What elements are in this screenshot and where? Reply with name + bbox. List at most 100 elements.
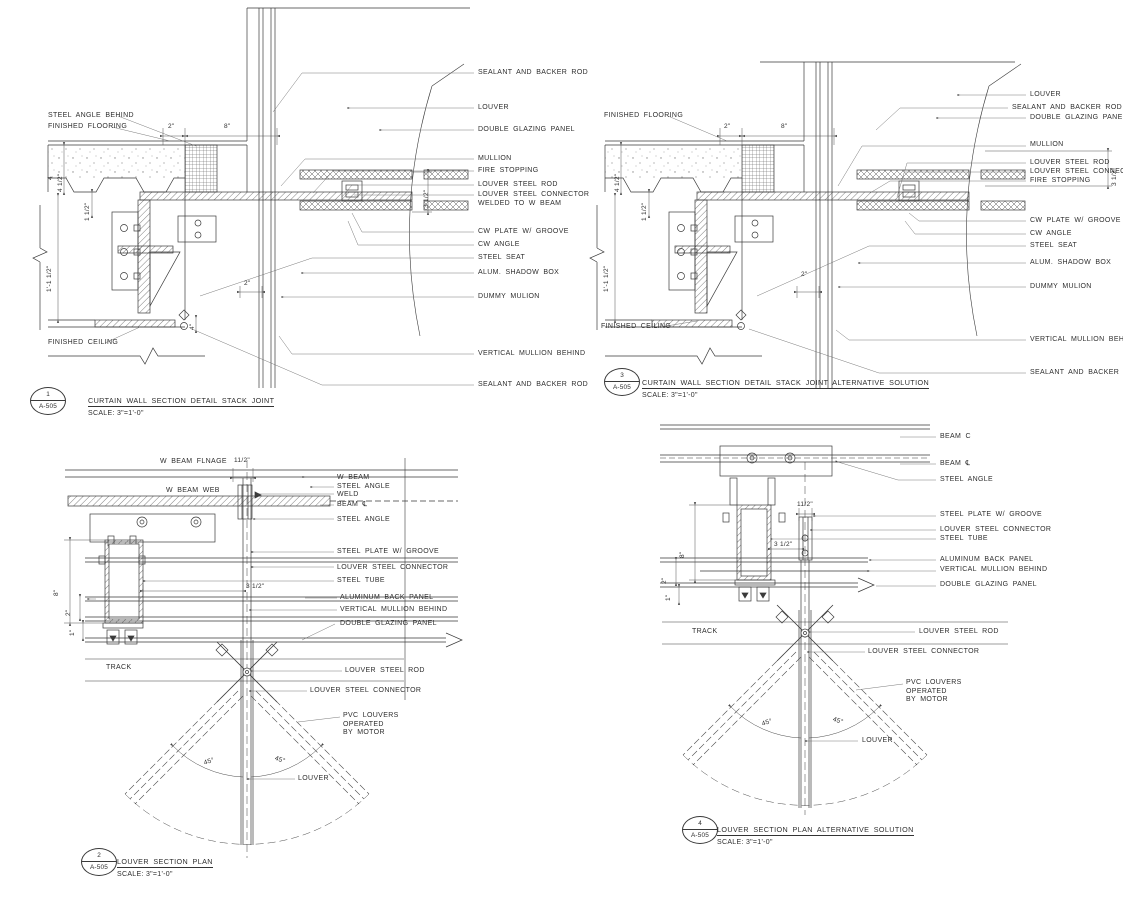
callout-finished-ceiling: FINISHED CEILING xyxy=(601,323,672,330)
detail-1-linework xyxy=(32,7,470,388)
detail-2-linework xyxy=(65,458,463,858)
detail-3-caption: CURTAIN WALL SECTION DETAIL STACK JOINT … xyxy=(642,372,930,399)
callout-steel-tube: STEEL TUBE xyxy=(940,535,988,542)
dim-3half-v: 3 1/2" xyxy=(423,189,430,208)
detail-1-bubble: 1 A-505 xyxy=(30,387,66,415)
detail-2-scale: SCALE: 3"=1'-0" xyxy=(117,870,173,878)
dim-2in: 2" xyxy=(724,123,731,130)
callout-weld: WELD xyxy=(337,491,359,498)
detail-1-leaders xyxy=(104,72,474,386)
dim-2in-mid: 2" xyxy=(244,280,251,287)
callout-steel-plate-groove: STEEL PLATE W/ GROOVE xyxy=(337,548,440,555)
callout-steel-seat: STEEL SEAT xyxy=(1030,242,1078,249)
detail-4-dims xyxy=(674,502,815,605)
detail-4-sheet: A-505 xyxy=(690,832,710,839)
callout-louver-steel-rod: LOUVER STEEL ROD xyxy=(478,181,558,188)
dim-2in-v: 2" xyxy=(65,609,72,616)
callout-sealant-backer-rod-bottom: SEALANT AND BACKER ROD xyxy=(1030,369,1123,376)
detail-4-linework xyxy=(660,424,1008,815)
callout-double-glazing-panel: DOUBLE GLAZING PANEL xyxy=(478,126,575,133)
dim-4half-v: 4 1/2" xyxy=(614,173,621,192)
detail-3-dims xyxy=(613,128,1112,323)
detail-3-bubble: 3 A-505 xyxy=(604,368,640,396)
dim-1ft-v: 1'-1 1/2" xyxy=(603,265,610,293)
callout-sealant-backer-rod-top: SEALANT AND BACKER ROD xyxy=(478,69,589,76)
detail-1-number: 1 xyxy=(31,388,65,401)
callout-sealant-backer-rod-top: SEALANT AND BACKER ROD xyxy=(1012,104,1123,111)
dim-2in-v: 2" xyxy=(661,577,668,584)
callout-line1: LOUVER STEEL CONNECTOR xyxy=(478,191,590,198)
callout-pvc-louvers: PVC LOUVERS OPERATED BY MOTOR xyxy=(906,679,962,703)
detail-2-number: 2 xyxy=(82,849,116,862)
callout-vertical-mullion-behind: VERTICAL MULLION BEHIND xyxy=(1030,336,1123,343)
callout-aluminum-back-panel: ALUMINUM BACK PANEL xyxy=(340,594,434,601)
callout-louver-steel-connector: LOUVER STEEL CONNECTOR xyxy=(1030,168,1123,175)
detail-4-fan xyxy=(682,646,928,806)
dim-3half: 3 1/2" xyxy=(774,541,793,548)
callout-w-beam: W BEAM xyxy=(337,474,370,481)
callout-steel-angle: STEEL ANGLE xyxy=(940,476,994,483)
callout-louver-steel-rod: LOUVER STEEL ROD xyxy=(919,628,999,635)
dim-4half-v: 4 1/2" xyxy=(57,173,64,192)
callout-vertical-mullion-behind: VERTICAL MULLION BEHIND xyxy=(340,606,448,613)
detail-3-number: 3 xyxy=(605,369,639,382)
dim-1half-v: 1 1/2" xyxy=(641,202,648,221)
detail-1-caption: CURTAIN WALL SECTION DETAIL STACK JOINT … xyxy=(88,390,275,417)
callout-louver-steel-rod: LOUVER STEEL ROD xyxy=(345,667,425,674)
callout-louver-steel-connector-2: LOUVER STEEL CONNECTOR xyxy=(868,648,980,655)
callout-finished-flooring: FINISHED FLOORING xyxy=(48,123,128,130)
callout-steel-angle: STEEL ANGLE xyxy=(337,483,391,490)
detail-2-leaders xyxy=(87,475,342,781)
callout-double-glazing-panel: DOUBLE GLAZING PANEL xyxy=(940,581,1037,588)
detail-3-scale: SCALE: 3"=1'-0" xyxy=(642,391,698,399)
dim-3half-v: 3 1/2" xyxy=(1111,167,1118,186)
detail-3-leaders xyxy=(659,93,1026,374)
detail-4-number: 4 xyxy=(683,817,717,830)
detail-4-title: LOUVER SECTION PLAN ALTERNATIVE SOLUTION xyxy=(717,825,914,836)
callout-dummy-mulion: DUMMY MULION xyxy=(478,293,540,300)
dim-1in-v: 1" xyxy=(69,629,76,636)
callout-vertical-mullion-behind: VERTICAL MULLION BEHIND xyxy=(478,350,586,357)
detail-4-leaders xyxy=(770,436,936,743)
callout-fire-stopping: FIRE STOPPING xyxy=(478,167,539,174)
callout-track: TRACK xyxy=(106,664,132,671)
callout-louver: LOUVER xyxy=(478,104,509,111)
detail-2-dims xyxy=(64,468,256,641)
callout-sealant-backer-rod-bottom: SEALANT AND BACKER ROD xyxy=(478,381,589,388)
callout-cw-plate: CW PLATE W/ GROOVE xyxy=(478,228,569,235)
dim-4in-small: 4" xyxy=(189,323,196,330)
detail-2-caption: LOUVER SECTION PLAN SCALE: 3"=1'-0" xyxy=(117,851,213,878)
detail-1-dims xyxy=(56,128,432,333)
callout-alum-shadow-box: ALUM. SHADOW BOX xyxy=(478,269,560,276)
detail-2-fan xyxy=(124,685,370,845)
dim-3half: 3 1/2" xyxy=(246,583,265,590)
callout-aluminum-back-panel: ALUMINUM BACK PANEL xyxy=(940,556,1034,563)
callout-vertical-mullion-behind: VERTICAL MULLION BEHIND xyxy=(940,566,1048,573)
callout-dummy-mulion: DUMMY MULION xyxy=(1030,283,1092,290)
callout-w-beam-flange: W BEAM FLNAGE xyxy=(160,458,227,465)
callout-double-glazing-panel: DOUBLE GLAZING PANEL xyxy=(340,620,437,627)
detail-3-title: CURTAIN WALL SECTION DETAIL STACK JOINT … xyxy=(642,378,930,389)
callout-fire-stopping: FIRE STOPPING xyxy=(1030,177,1091,184)
callout-steel-seat: STEEL SEAT xyxy=(478,254,526,261)
dim-4-v: 4 xyxy=(47,176,54,180)
callout-cw-angle: CW ANGLE xyxy=(1030,230,1072,237)
callout-steel-angle-behind: STEEL ANGLE BEHIND xyxy=(48,112,134,119)
detail-4-bubble: 4 A-505 xyxy=(682,816,718,844)
callout-louver: LOUVER xyxy=(1030,91,1061,98)
callout-line2: WELDED TO W BEAM xyxy=(478,199,562,207)
detail-3-sheet: A-505 xyxy=(612,384,632,391)
detail-4-caption: LOUVER SECTION PLAN ALTERNATIVE SOLUTION… xyxy=(717,819,914,846)
detail-1-sheet: A-505 xyxy=(38,403,58,410)
detail-2-sheet: A-505 xyxy=(89,864,109,871)
detail-1-scale: SCALE: 3"=1'-0" xyxy=(88,409,144,417)
callout-louver: LOUVER xyxy=(862,737,893,744)
callout-steel-angle-2: STEEL ANGLE xyxy=(337,516,391,523)
callout-finished-flooring: FINISHED FLOORING xyxy=(604,112,684,119)
callout-beam-centerline: BEAM ℄ xyxy=(337,501,368,508)
callout-beam-c: BEAM C xyxy=(940,433,971,440)
callout-cw-plate: CW PLATE W/ GROOVE xyxy=(1030,217,1121,224)
